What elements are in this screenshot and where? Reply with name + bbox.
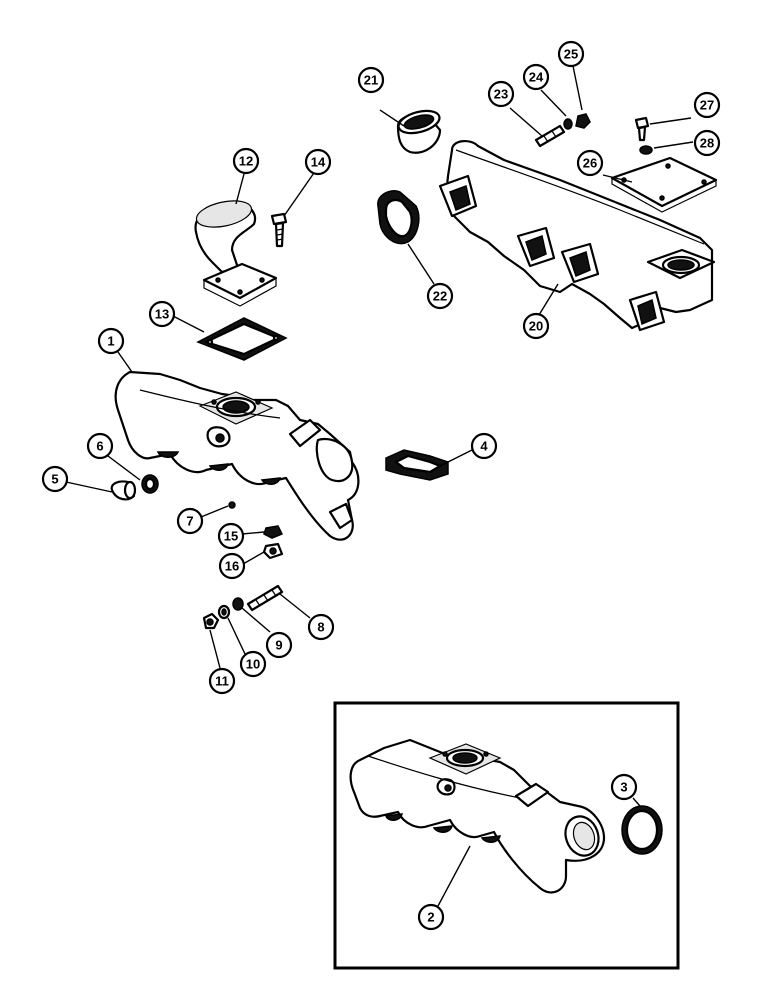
callout-label: 22 <box>433 289 447 304</box>
callout-9: 9 <box>265 631 293 659</box>
callout-24: 24 <box>522 63 550 91</box>
callout-label: 2 <box>427 910 434 925</box>
leader-lines <box>65 65 694 907</box>
part-10-lockwasher <box>217 604 231 620</box>
callout-5: 5 <box>41 465 69 493</box>
callout-label: 13 <box>155 307 169 322</box>
part-23-stud <box>534 124 566 148</box>
part-13-gasket <box>196 317 288 361</box>
callout-label: 20 <box>529 319 543 334</box>
callout-26: 26 <box>576 149 604 177</box>
part-4-gasket <box>385 449 449 481</box>
callout-label: 16 <box>225 559 239 574</box>
callout-14: 14 <box>304 148 332 176</box>
callout-1: 1 <box>97 327 125 355</box>
callout-22: 22 <box>426 282 454 310</box>
callout-7: 7 <box>176 507 204 535</box>
part-6-washer <box>141 474 159 494</box>
part-3-seal-ring <box>621 805 663 855</box>
callout-label: 27 <box>700 98 714 113</box>
callout-label: 8 <box>317 620 324 635</box>
part-25-nut <box>575 113 591 129</box>
part-24-washer <box>563 118 573 130</box>
callout-3: 3 <box>610 773 638 801</box>
callout-label: 15 <box>224 529 238 544</box>
callout-label: 24 <box>529 70 544 85</box>
callout-11: 11 <box>208 667 236 695</box>
part-26-cover-plate <box>610 156 718 213</box>
callout-23: 23 <box>487 80 515 108</box>
callout-label: 1 <box>107 334 114 349</box>
part-12-elbow <box>194 200 278 307</box>
part-9-washer <box>232 597 244 611</box>
callout-27: 27 <box>693 91 721 119</box>
callout-label: 12 <box>239 154 253 169</box>
part-7-pin <box>228 501 236 509</box>
callout-label: 7 <box>186 514 193 529</box>
callout-4: 4 <box>470 432 498 460</box>
callout-label: 5 <box>51 472 58 487</box>
part-15-nut <box>263 525 284 539</box>
callout-label: 25 <box>564 47 578 62</box>
callout-12: 12 <box>232 147 260 175</box>
callout-28: 28 <box>693 129 721 157</box>
callout-label: 6 <box>96 439 103 454</box>
part-16-nut <box>262 542 284 560</box>
part-8-stud <box>246 584 284 612</box>
callout-label: 11 <box>215 674 229 689</box>
part-20-manifold <box>438 140 716 332</box>
callout-label: 3 <box>620 780 627 795</box>
callout-6: 6 <box>86 432 114 460</box>
callout-label: 23 <box>494 87 508 102</box>
part-21-sleeve <box>396 109 442 154</box>
part-5-plug <box>110 480 137 501</box>
callout-8: 8 <box>307 613 335 641</box>
callout-16: 16 <box>218 552 246 580</box>
callout-15: 15 <box>217 522 245 550</box>
callout-25: 25 <box>557 40 585 68</box>
callout-label: 21 <box>364 73 378 88</box>
part-1-exhaust-manifold <box>114 370 360 541</box>
part-28-washer <box>639 145 653 155</box>
callout-label: 9 <box>275 638 282 653</box>
part-11-nut <box>202 612 220 630</box>
part-27-bolt <box>634 116 650 142</box>
callout-21: 21 <box>357 66 385 94</box>
part-22-gasket <box>377 190 420 245</box>
callout-2: 2 <box>417 903 445 931</box>
callout-label: 26 <box>583 156 597 171</box>
callout-13: 13 <box>148 300 176 328</box>
part-2-manifold-variant <box>349 738 606 894</box>
callout-label: 4 <box>480 439 488 454</box>
callout-label: 10 <box>246 657 260 672</box>
callout-20: 20 <box>522 312 550 340</box>
part-14-bolt <box>270 212 288 248</box>
callout-label: 28 <box>700 136 714 151</box>
callout-10: 10 <box>239 650 267 678</box>
callout-label: 14 <box>311 155 326 170</box>
